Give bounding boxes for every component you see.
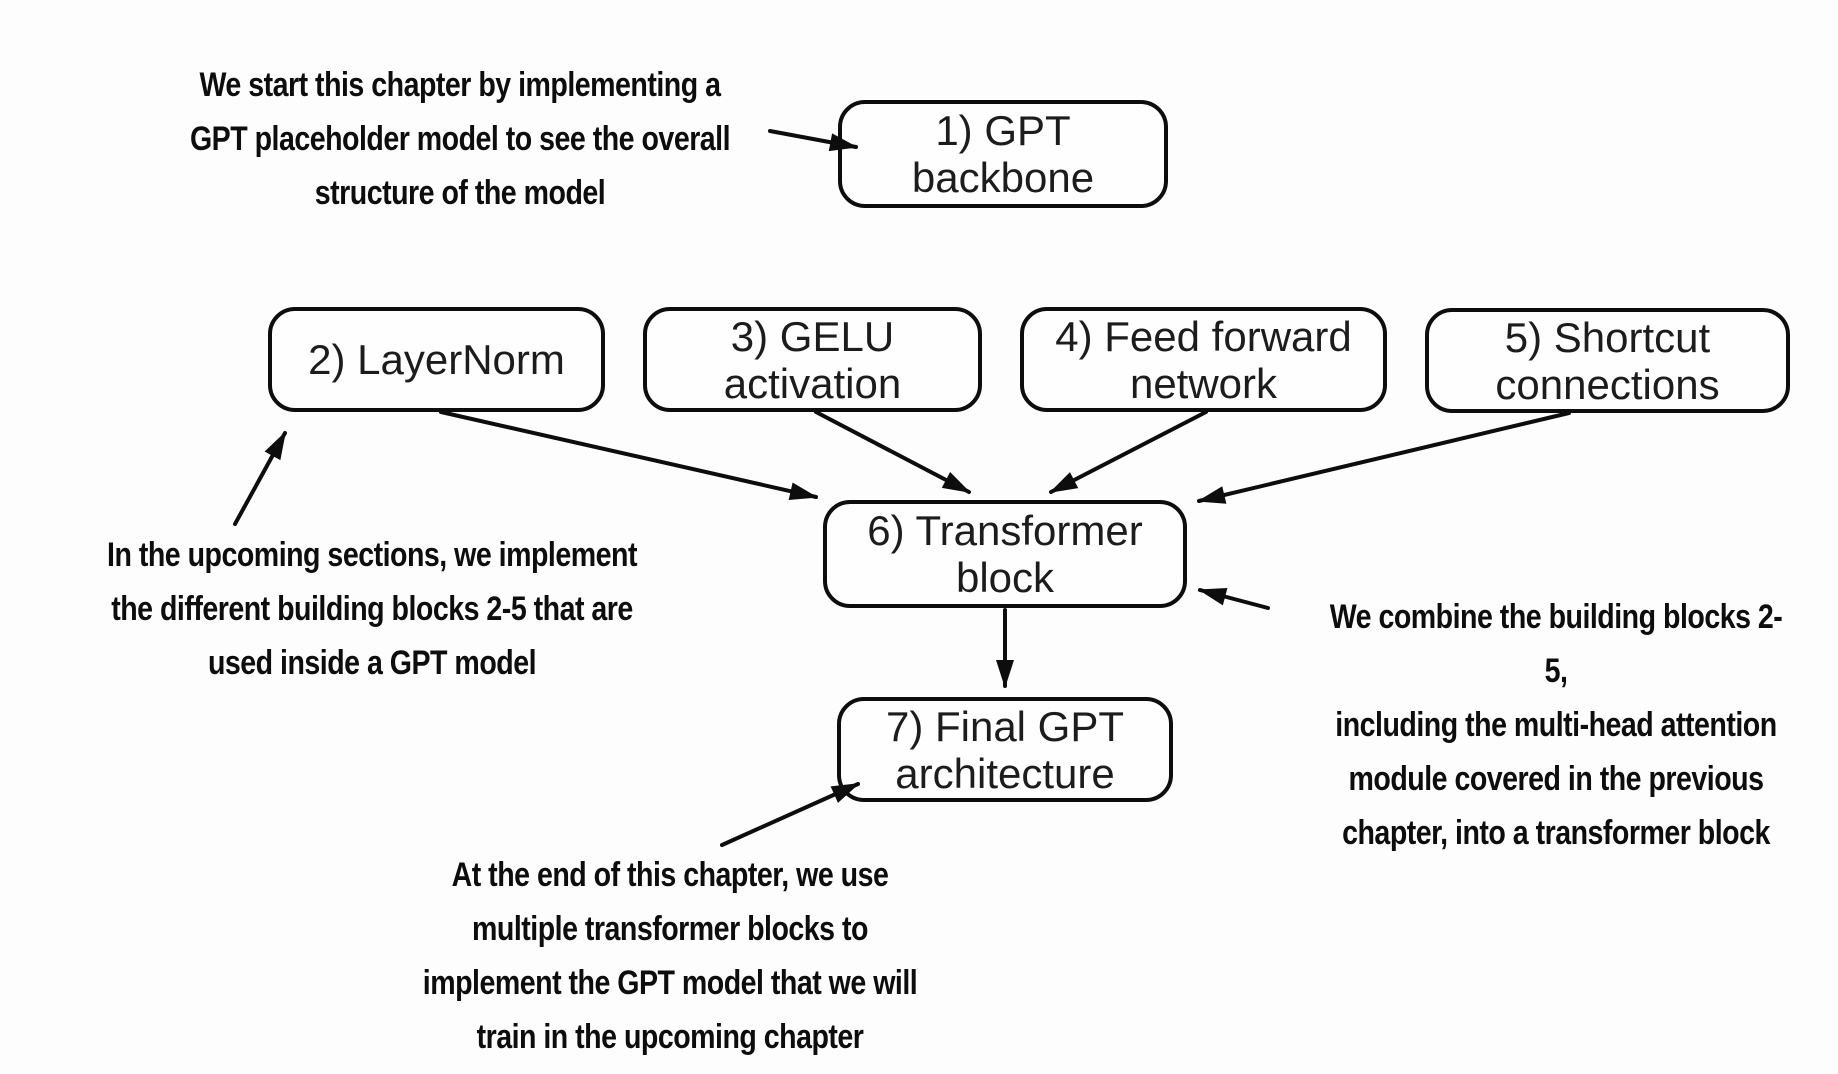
edge-note-to-transformer-block bbox=[1198, 587, 1270, 610]
node-shortcut-connections-label: 5) Shortcut connections bbox=[1495, 313, 1720, 408]
edge-gelu-to-transformer-block bbox=[814, 410, 971, 494]
edge-note-to-layernorm bbox=[233, 431, 287, 526]
edge-shortcut-to-transformer-block bbox=[1197, 411, 1571, 504]
node-transformer-block: 6) Transformer block bbox=[823, 500, 1187, 608]
node-feed-forward-network-label: 4) Feed forward network bbox=[1055, 312, 1352, 407]
node-shortcut-connections: 5) Shortcut connections bbox=[1425, 308, 1790, 413]
node-gelu-activation-label: 3) GELU activation bbox=[723, 312, 902, 407]
node-layernorm-label: 2) LayerNorm bbox=[308, 336, 565, 383]
annotation-final-gpt: At the end of this chapter, we use multi… bbox=[422, 856, 918, 1056]
node-final-gpt-architecture: 7) Final GPT architecture bbox=[837, 697, 1173, 802]
edge-ffn-to-transformer-block bbox=[1049, 410, 1208, 494]
node-feed-forward-network: 4) Feed forward network bbox=[1020, 307, 1387, 412]
node-gelu-activation: 3) GELU activation bbox=[643, 307, 982, 412]
annotation-gpt-backbone: We start this chapter by implementing a … bbox=[189, 66, 731, 212]
annotation-building-blocks: In the upcoming sections, we implement t… bbox=[107, 536, 637, 682]
node-final-gpt-architecture-label: 7) Final GPT architecture bbox=[885, 702, 1125, 797]
node-gpt-backbone-label: 1) GPT backbone bbox=[911, 107, 1095, 201]
edge-layernorm-to-transformer-block bbox=[439, 410, 818, 501]
edge-note-to-final-gpt bbox=[720, 782, 860, 847]
node-transformer-block-label: 6) Transformer block bbox=[867, 507, 1143, 601]
node-gpt-backbone: 1) GPT backbone bbox=[838, 100, 1168, 208]
annotation-transformer-block: We combine the building blocks 2-5, incl… bbox=[1329, 598, 1783, 852]
node-layernorm: 2) LayerNorm bbox=[268, 307, 605, 412]
